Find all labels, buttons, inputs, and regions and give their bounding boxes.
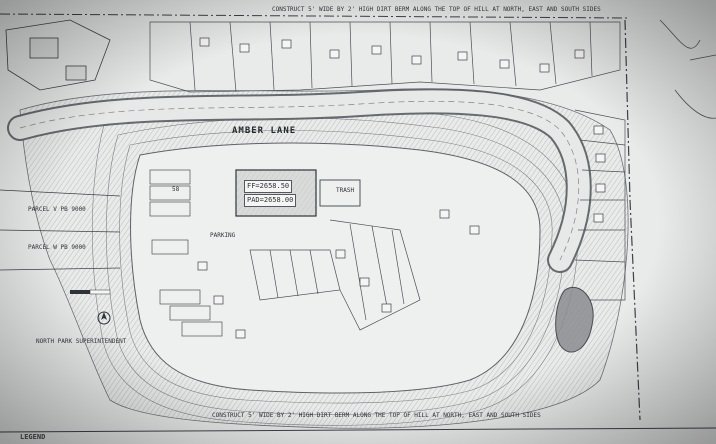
building-ff-label: FF=2658.50 [244, 180, 293, 193]
building-pad-label: PAD=2658.00 [244, 194, 297, 207]
parking-label: PARKING [210, 232, 236, 239]
parcel-label: PARCEL W PB 9000 [28, 244, 86, 251]
road-label: AMBER LANE [232, 126, 297, 136]
trash-label: TRASH [336, 187, 355, 194]
north-park-superintendent-label: NORTH PARK SUPERINTENDENT [36, 338, 127, 345]
top-construction-note: CONSTRUCT 5' WIDE BY 2' HIGH DIRT BERM A… [272, 6, 601, 13]
legend-label: LEGEND [20, 433, 46, 441]
lot-number: 58 [172, 186, 180, 193]
parcel-label: PARCEL V PB 9000 [28, 206, 86, 213]
bottom-construction-note: CONSTRUCT 5' WIDE BY 2' HIGH DIRT BERM A… [212, 412, 541, 419]
